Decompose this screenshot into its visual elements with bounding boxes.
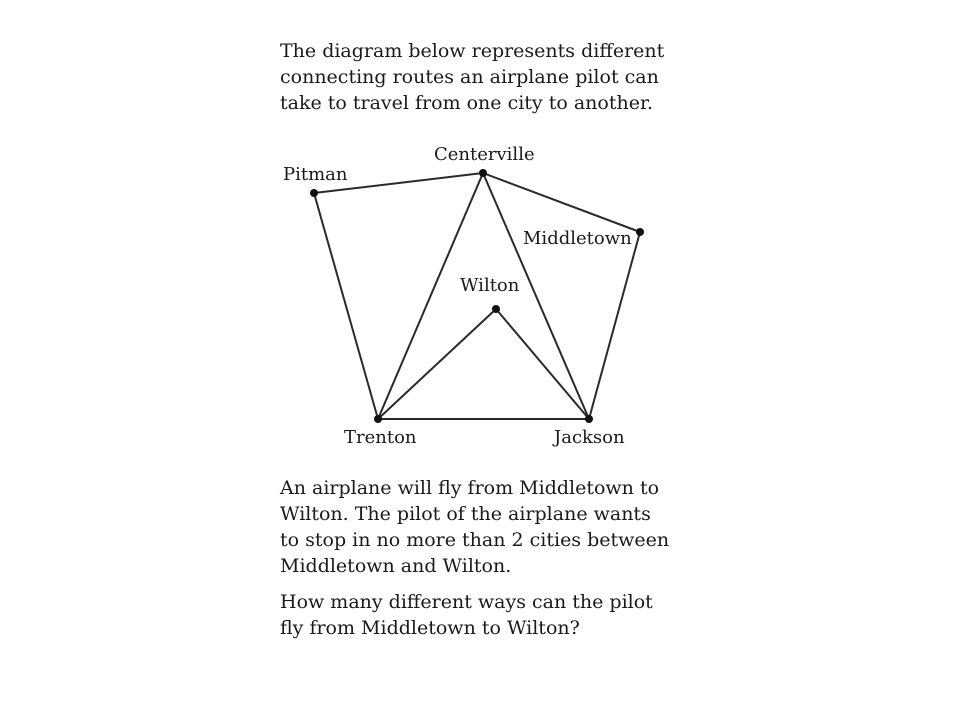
- route-wilton-jackson: [495, 308, 590, 420]
- route-pitman-centerville: [313, 172, 484, 194]
- question-line: fly from Middletown to Wilton?: [280, 617, 580, 639]
- problem-line: to stop in no more than 2 cities between: [280, 529, 670, 551]
- route-wilton-trenton: [377, 308, 497, 420]
- city-label-trenton: Trenton: [344, 427, 417, 448]
- route-edges: [313, 172, 641, 420]
- question-paragraph: How many different ways can the pilot fl…: [280, 589, 660, 641]
- route-middletown-jackson: [588, 231, 641, 420]
- city-node-centerville: [479, 169, 487, 177]
- intro-paragraph: The diagram below represents different c…: [280, 38, 665, 116]
- route-pitman-trenton: [313, 192, 379, 420]
- problem-paragraph: An airplane will fly from Middletown to …: [280, 475, 670, 579]
- city-node-trenton: [374, 415, 382, 423]
- city-label-jackson: Jackson: [552, 427, 625, 448]
- city-label-middletown: Middletown: [523, 228, 632, 249]
- city-label-centerville: Centerville: [434, 144, 535, 165]
- city-node-jackson: [585, 415, 593, 423]
- route-centerville-jackson: [482, 172, 590, 420]
- city-node-pitman: [310, 189, 318, 197]
- intro-line: The diagram below represents different: [280, 40, 665, 62]
- city-node-middletown: [636, 228, 644, 236]
- problem-line: Middletown and Wilton.: [280, 555, 512, 577]
- question-line: How many different ways can the pilot: [280, 591, 653, 613]
- city-node-wilton: [492, 305, 500, 313]
- intro-line: take to travel from one city to another.: [280, 92, 653, 114]
- intro-line: connecting routes an airplane pilot can: [280, 66, 659, 88]
- problem-line: Wilton. The pilot of the airplane wants: [280, 503, 651, 525]
- city-label-wilton: Wilton: [460, 275, 520, 296]
- city-nodes: [310, 169, 644, 423]
- route-centerville-middletown: [482, 172, 641, 233]
- problem-line: An airplane will fly from Middletown to: [280, 477, 660, 499]
- city-label-pitman: Pitman: [283, 164, 348, 185]
- route-centerville-trenton: [377, 172, 484, 420]
